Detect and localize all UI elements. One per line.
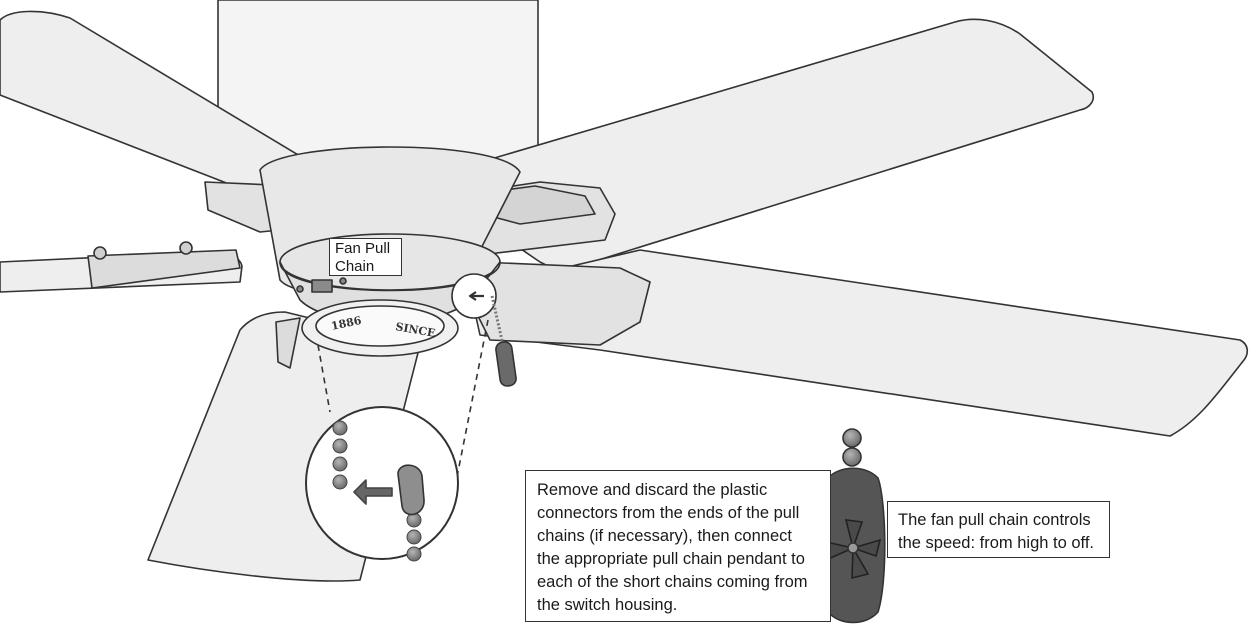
connect-pendant-note: Remove and discard the plastic connector… bbox=[525, 470, 831, 622]
zoom-detail-circle bbox=[305, 406, 459, 560]
pull-chain-pendant bbox=[495, 341, 517, 387]
zoom-chain-beads bbox=[332, 420, 422, 562]
connect-pendant-note-text: Remove and discard the plastic connector… bbox=[537, 481, 808, 614]
speed-control-note-text: The fan pull chain controls the speed: f… bbox=[898, 511, 1094, 552]
badge-text-bottom: 1886 bbox=[330, 314, 363, 333]
speed-control-note: The fan pull chain controls the speed: f… bbox=[887, 501, 1110, 558]
fan-pull-chain-label-line-1: Fan Pull bbox=[335, 240, 391, 257]
reverse-switch bbox=[311, 279, 333, 293]
downrod bbox=[217, 0, 539, 161]
blade-right-front bbox=[469, 249, 1249, 437]
remove-arrow-icon bbox=[353, 479, 393, 505]
fan-pull-chain-label: Fan Pull Chain bbox=[329, 238, 402, 276]
speed-pendant bbox=[819, 428, 886, 624]
fan-pull-chain-label-line-2: Chain bbox=[335, 258, 375, 275]
pull-chain bbox=[490, 295, 505, 346]
blade-bracket-front bbox=[469, 261, 651, 346]
plastic-connector bbox=[397, 464, 425, 516]
